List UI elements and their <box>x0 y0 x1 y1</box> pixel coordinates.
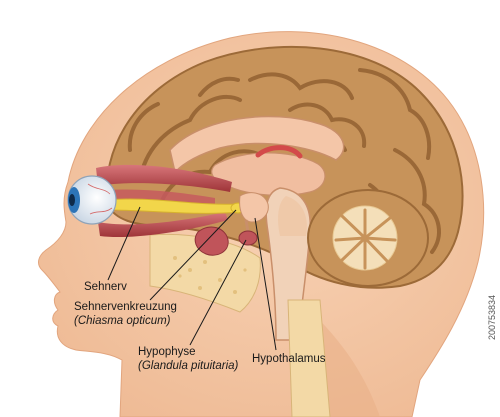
corpus-callosum <box>169 115 345 174</box>
sinus-tissue <box>194 226 229 256</box>
label-hypophyse: Hypophyse (Glandula pituitaria) <box>138 345 238 373</box>
pituitary-gland <box>238 230 258 246</box>
leader-lines <box>107 206 277 351</box>
leader-sehnerv <box>107 206 141 281</box>
label-hypothalamus: Hypothalamus <box>252 352 326 366</box>
leader-hypophyse <box>189 239 247 346</box>
eye-muscle-upper <box>96 164 232 192</box>
eye-vessels <box>87 183 113 215</box>
label-chiasma-latin: (Chiasma opticum) <box>74 315 171 327</box>
pituitary-stalk <box>244 219 250 233</box>
eye-muscle-lower <box>98 212 228 238</box>
label-chiasma: Sehnervenkreuzung (Chiasma opticum) <box>74 300 177 328</box>
label-chiasma-text: Sehnervenkreuzung <box>74 301 177 313</box>
leader-hypothalamus <box>254 217 277 351</box>
pons <box>278 196 307 236</box>
label-hypophyse-text: Hypophyse <box>138 346 196 358</box>
pupil <box>69 194 75 206</box>
label-sehnerv: Sehnerv <box>84 280 127 294</box>
bone-texture <box>173 256 247 294</box>
fornix-red <box>255 145 303 159</box>
arbor-vitae-branches <box>334 208 397 270</box>
leader-chiasma <box>149 209 237 301</box>
label-sehnerv-text: Sehnerv <box>84 281 127 293</box>
spine <box>287 299 331 417</box>
label-hypophyse-latin: (Glandula pituitaria) <box>138 360 239 372</box>
stock-id-watermark: 200753834 <box>487 294 497 340</box>
hypothalamus <box>239 192 269 223</box>
label-hypothalamus-text: Hypothalamus <box>252 353 326 365</box>
